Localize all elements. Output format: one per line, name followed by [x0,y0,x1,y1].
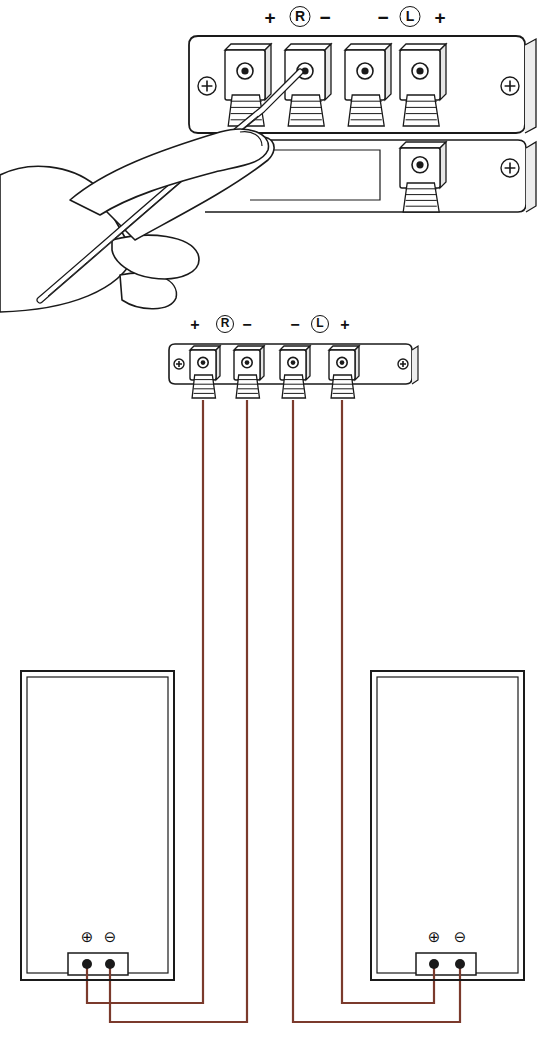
speaker-wire [110,400,247,1022]
spring-terminal [234,346,264,398]
channel-letter: L [400,6,421,27]
polarity-mark: + [264,8,275,27]
panel-depth [412,346,418,384]
speaker-terminal [82,959,92,969]
polarity-mark: ⊖ [454,930,467,945]
speaker-terminal [105,959,115,969]
terminal-panel: +R−−L+ [190,36,525,134]
screw [174,359,184,369]
spring-terminal [400,142,446,212]
hand [0,72,300,312]
speaker-wire [342,400,434,1003]
polarity-mark: ⊕ [81,930,94,945]
spring-terminal [225,44,271,126]
screw-slot [505,81,516,92]
panel-depth-lower [526,142,536,212]
polarity-mark: − [242,317,251,333]
polarity-mark: ⊕ [428,930,441,945]
screw [501,159,519,177]
polarity-mark: − [377,8,388,27]
panel-plate [189,36,525,133]
polarity-mark: − [319,8,330,27]
polarity-mark: ⊖ [104,930,117,945]
screw-slot [400,361,406,367]
spring-terminal [329,346,359,398]
polarity-mark: + [190,317,199,333]
speaker-terminal [455,959,465,969]
speaker-wire [293,400,460,1022]
terminal-panel: +R−−L+ [170,344,412,400]
screw-slot [176,361,182,367]
polarity-mark: + [434,8,445,27]
spring-terminal [280,346,310,398]
screw [501,77,519,95]
channel-letter: L [311,315,329,333]
speaker-cabinet [27,677,168,981]
speaker-terminal [429,959,439,969]
speaker-box: ⊕⊖ [370,670,525,981]
speaker-wire [40,72,300,300]
spring-terminal [190,346,220,398]
channel-letter: R [216,315,234,333]
screw [398,359,408,369]
screw [198,77,216,95]
speaker-cabinet [377,677,518,981]
screw-slot [505,163,516,174]
panel-depth [525,39,536,133]
channel-letter: R [290,6,311,27]
middle-finger [112,235,199,279]
thumb [70,129,268,215]
terminal-panel [169,344,418,398]
speaker-box: ⊕⊖ [20,670,175,981]
polarity-mark: − [290,317,299,333]
screw-slot [202,81,213,92]
spring-terminal [400,44,446,126]
speaker-wire [87,400,203,1003]
polarity-mark: + [340,317,349,333]
spring-terminal [345,44,391,126]
